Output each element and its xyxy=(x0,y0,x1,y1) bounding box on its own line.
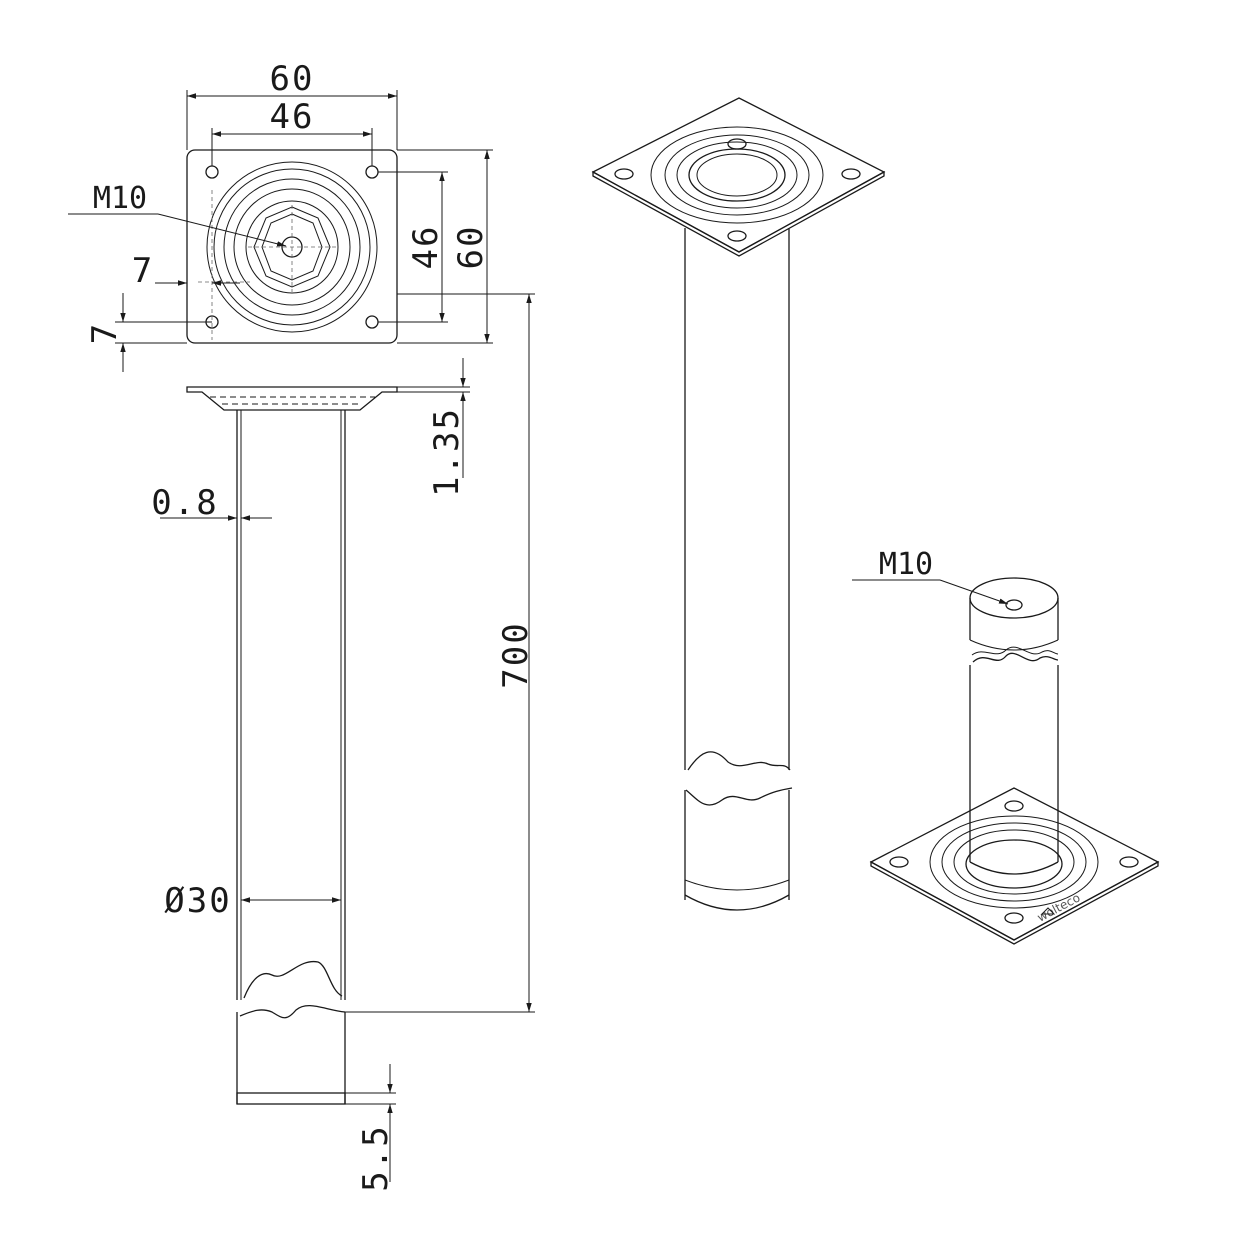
iso2-thread-hole xyxy=(1005,599,1023,611)
break-line-lower xyxy=(239,1005,346,1019)
top-view-plate xyxy=(186,149,398,344)
end-cap xyxy=(236,1092,346,1105)
iso1-break-upper xyxy=(687,751,791,771)
mount-hole-tr xyxy=(365,165,379,179)
dim-wall-thickness: 0.8 xyxy=(151,483,272,523)
dim-label-hole-offset-y: 7 xyxy=(85,322,125,344)
mount-hole-br xyxy=(365,315,379,329)
dim-label-wall-thickness: 0.8 xyxy=(151,483,218,523)
brand-logo-icon xyxy=(1040,907,1056,915)
dim-hole-spacing-y: 46 xyxy=(378,171,448,323)
iso-view-plate-bottom: wolteco xyxy=(869,577,1160,945)
callout-thread-top: M10 xyxy=(68,181,287,247)
dim-plate-thickness: 1.35 xyxy=(397,358,470,497)
dim-label-hole-spacing-x: 46 xyxy=(270,97,315,137)
dim-label-plate-width: 60 xyxy=(270,59,315,99)
iso1-break-lower xyxy=(685,787,793,806)
iso2-tube-top xyxy=(969,577,1059,619)
side-view-leg xyxy=(186,386,398,1105)
dim-plate-height: 60 xyxy=(397,149,493,344)
dim-label-hole-spacing-y: 46 xyxy=(406,225,446,270)
break-line-upper xyxy=(243,961,343,999)
iso-view-plate-top xyxy=(591,97,886,911)
thread-label-iso: M10 xyxy=(879,547,933,582)
iso2-break-upper xyxy=(971,646,1059,656)
iso2-break-lower xyxy=(972,652,1059,663)
dim-hole-spacing-x: 46 xyxy=(211,97,373,166)
mount-hole-tl xyxy=(205,165,219,179)
dim-label-leg-length: 700 xyxy=(496,621,536,688)
dim-hole-offset-x: 7 xyxy=(132,251,240,291)
dim-label-cap-height: 5.5 xyxy=(356,1124,396,1191)
callout-thread-iso: M10 xyxy=(852,547,1009,605)
thread-label-top: M10 xyxy=(93,181,147,216)
iso1-plate xyxy=(591,97,886,253)
dim-label-plate-thickness: 1.35 xyxy=(427,407,467,497)
dim-hole-offset-y: 7 xyxy=(85,293,212,372)
dim-label-plate-height: 60 xyxy=(451,225,491,270)
dim-plate-width: 60 xyxy=(186,59,398,150)
dim-label-hole-offset-x: 7 xyxy=(132,251,154,291)
dim-label-tube-diameter: Ø30 xyxy=(164,881,231,921)
dim-tube-diameter: Ø30 xyxy=(164,881,341,921)
dim-leg-length: 700 xyxy=(345,293,536,1013)
dim-cap-height: 5.5 xyxy=(345,1064,396,1192)
